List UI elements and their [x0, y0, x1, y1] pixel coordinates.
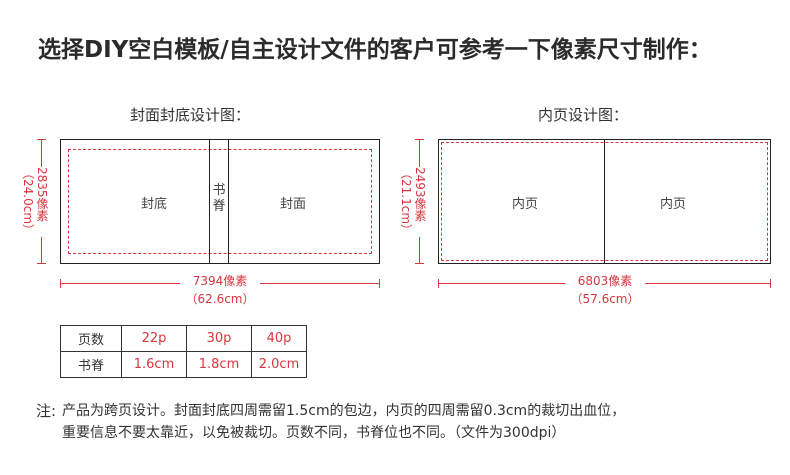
- inner-right-label: 内页: [660, 197, 687, 212]
- inner-width-tick-right: [770, 279, 771, 288]
- spine-cell: 1.6cm: [121, 351, 187, 378]
- inner-center-line: [604, 139, 605, 264]
- inner-height-label-bg: 2493像素 （21.1cm）: [398, 167, 434, 237]
- cover-height-cm: （24.0cm）: [21, 167, 35, 237]
- cover-height-label-bg: 2835像素 （24.0cm）: [20, 167, 56, 237]
- front-cover-label: 封面: [280, 197, 307, 212]
- inner-width-cm: （57.6cm）: [570, 292, 640, 306]
- spine-cell: 1.8cm: [186, 351, 252, 378]
- cover-height-tick-bottom: [37, 263, 46, 264]
- inner-height-cm: （21.1cm）: [399, 167, 413, 237]
- cover-bleed-line: [68, 149, 372, 254]
- cover-width-px: 7394像素: [180, 272, 260, 289]
- cover-height-px: 2835像素: [35, 167, 49, 222]
- table-row: 书脊 1.6cm 1.8cm 2.0cm: [60, 351, 307, 378]
- note-prefix: 注:: [36, 402, 57, 420]
- cover-diagram: 封底 书脊 封面 2835像素 （24.0cm）: [20, 139, 380, 269]
- spine-left-line: [209, 139, 210, 264]
- pages-cell: 22p: [121, 325, 187, 352]
- inner-height-tick-bottom: [415, 263, 424, 264]
- inner-width-tick-left: [438, 279, 439, 288]
- cover-width-tick-right: [379, 279, 380, 288]
- inner-diagram: 内页 内页 2493像素 （21.1cm）: [398, 139, 778, 269]
- spine-right-line: [228, 139, 229, 264]
- page-title: 选择DIY空白模板/自主设计文件的客户可参考一下像素尺寸制作：: [38, 37, 712, 63]
- inner-height-tick-top: [415, 139, 424, 140]
- cover-frame: [60, 139, 380, 264]
- pages-cell: 30p: [186, 325, 252, 352]
- table-row: 页数 22p 30p 40p: [60, 325, 307, 352]
- spine-spec-table: 页数 22p 30p 40p 书脊 1.6cm 1.8cm 2.0cm: [60, 325, 307, 378]
- cover-height-tick-top: [37, 139, 46, 140]
- cover-width-cm: （62.6cm）: [185, 292, 255, 306]
- back-cover-label: 封底: [141, 197, 168, 212]
- inner-left-label: 内页: [512, 197, 539, 212]
- pages-header-cell: 页数: [60, 325, 122, 352]
- inner-heading: 内页设计图：: [538, 106, 629, 124]
- inner-width-px: 6803像素: [565, 272, 645, 289]
- note-line-1: 产品为跨页设计。封面封底四周需留1.5cm的包边，内页的四周需留0.3cm的裁切…: [62, 403, 626, 419]
- note-line-2: 重要信息不要太靠近，以免被裁切。页数不同，书脊位也不同。（文件为300dpi）: [62, 425, 566, 441]
- cover-heading: 封面封底设计图：: [130, 106, 251, 124]
- pages-cell: 40p: [251, 325, 307, 352]
- spine-header-cell: 书脊: [60, 351, 122, 378]
- inner-height-px: 2493像素: [413, 167, 427, 222]
- spine-cell: 2.0cm: [251, 351, 307, 378]
- cover-width-tick-left: [60, 279, 61, 288]
- spine-label: 书脊: [212, 183, 226, 214]
